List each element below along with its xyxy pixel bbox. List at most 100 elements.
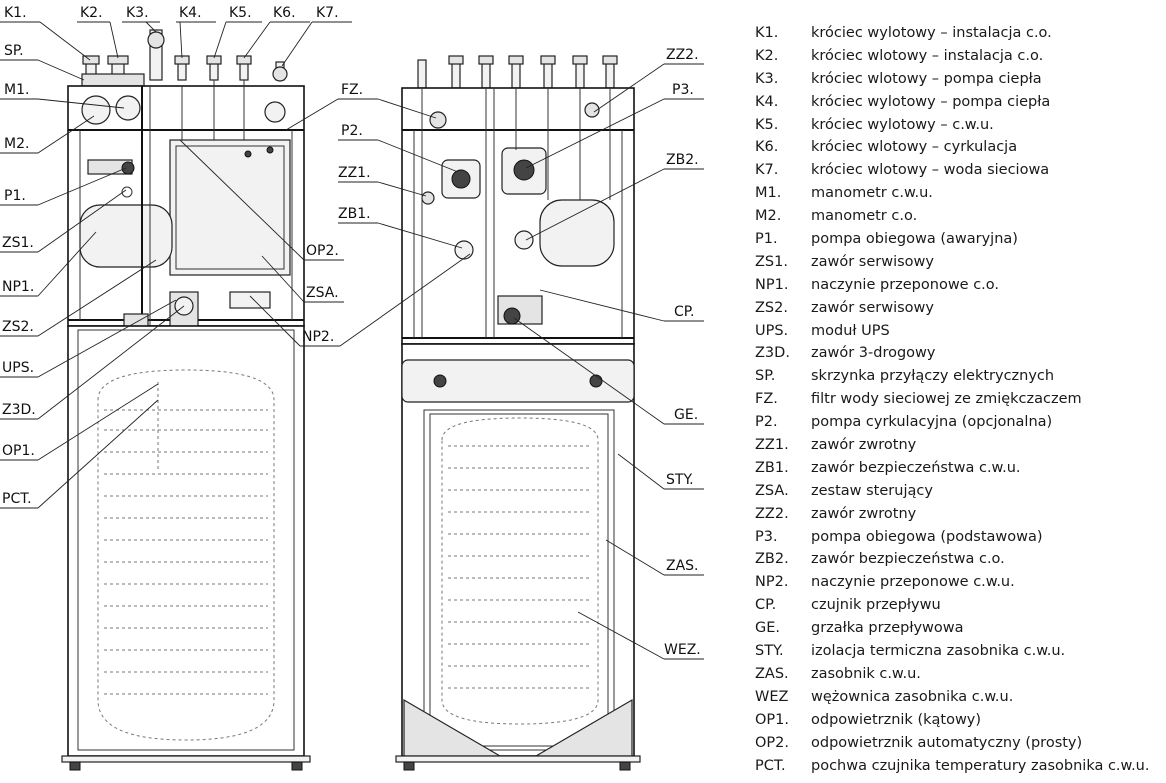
legend-description: króciec wylotowy – pompa ciepła <box>811 93 1051 110</box>
legend-code: ZB2. <box>755 551 789 568</box>
legend-code: WEZ <box>755 688 789 705</box>
callout-zs2: ZS2. <box>2 319 34 335</box>
callout-ups: UPS. <box>2 360 34 376</box>
legend-code: ZS1. <box>755 253 788 270</box>
callout-sty: STY. <box>666 472 694 488</box>
legend-code: P3. <box>755 528 778 545</box>
right-tank-body <box>401 343 635 757</box>
legend-code: K7. <box>755 162 779 179</box>
left-tank-body <box>67 325 305 757</box>
legend-code: K2. <box>755 47 779 64</box>
callout-zz1: ZZ1. <box>338 165 371 181</box>
left-coil <box>97 369 275 741</box>
legend-code: Z3D. <box>755 345 790 362</box>
callout-k7: K7. <box>316 5 339 21</box>
legend-row: M1.manometr c.w.u. <box>755 182 1160 205</box>
callout-ge: GE. <box>674 407 698 423</box>
legend-row: ZS2. zawór serwisowy <box>755 297 1160 320</box>
legend-description: króciec wlotowy – cyrkulacja <box>811 139 1018 156</box>
legend-description: króciec wlotowy – pompa ciepła <box>811 70 1042 87</box>
leader-lines <box>0 21 704 660</box>
legend-description: króciec wlotowy – instalacja c.o. <box>811 47 1044 64</box>
callout-op2: OP2. <box>306 243 339 259</box>
legend-description: zawór 3-drogowy <box>811 345 936 362</box>
legend-code: K5. <box>755 116 779 133</box>
callout-zz2: ZZ2. <box>666 47 699 63</box>
legend-description: czujnik przepływu <box>811 597 941 614</box>
right-top-connectors <box>417 55 618 89</box>
control-set-zsa <box>169 139 291 276</box>
legend-row: Z3D. zawór 3-drogowy <box>755 342 1160 365</box>
legend-code: UPS. <box>755 322 789 339</box>
legend-row: NP1.naczynie przeponowe c.o. <box>755 274 1160 297</box>
flow-heater-ge <box>503 307 521 325</box>
check-valve-zz1 <box>421 191 435 205</box>
legend-row: STY. izolacja termiczna zasobnika c.w.u. <box>755 640 1160 663</box>
legend-description: manometr c.o. <box>811 208 918 225</box>
legend-code: K6. <box>755 139 779 156</box>
legend-row: K7.króciec wlotowy – woda sieciowa <box>755 159 1160 182</box>
legend-row: M2.manometr c.o. <box>755 205 1160 228</box>
legend-description: odpowietrznik (kątowy) <box>811 711 982 728</box>
legend-code: ZAS. <box>755 665 789 682</box>
legend-row: K6. króciec wlotowy – cyrkulacja <box>755 136 1160 159</box>
legend-code: NP2. <box>755 574 789 591</box>
legend-code: STY. <box>755 643 784 660</box>
callout-p1: P1. <box>4 188 26 204</box>
legend-code: CP. <box>755 597 777 614</box>
legend-row: FZ.filtr wody sieciowej ze zmiękczaczem <box>755 388 1160 411</box>
right-unit <box>395 55 641 771</box>
legend-row: K3. króciec wlotowy – pompa ciepła <box>755 68 1160 91</box>
legend-code: K4. <box>755 93 779 110</box>
legend-description: króciec wylotowy – instalacja c.o. <box>811 25 1052 41</box>
legend-description: zestaw sterujący <box>811 482 933 499</box>
legend-description: zawór bezpieczeństwa c.w.u. <box>811 459 1021 476</box>
legend-description: króciec wylotowy – c.w.u. <box>811 116 994 133</box>
expansion-vessel-np2 <box>539 199 615 267</box>
check-valve-zz2 <box>584 102 600 118</box>
legend-row: K5. króciec wylotowy – c.w.u. <box>755 114 1160 137</box>
legend-code: ZS2. <box>755 299 788 316</box>
legend-description: pompa obiegowa (awaryjna) <box>811 231 1018 248</box>
legend-row: K1.króciec wylotowy – instalacja c.o. <box>755 22 1160 45</box>
callout-k6: K6. <box>273 5 296 21</box>
legend-code: K3. <box>755 70 779 87</box>
legend-description: zasobnik c.w.u. <box>811 665 921 682</box>
legend-description: pompa obiegowa (podstawowa) <box>811 528 1043 545</box>
legend-description: zawór bezpieczeństwa c.o. <box>811 551 1005 568</box>
legend-row: ZB2. zawór bezpieczeństwa c.o. <box>755 548 1160 571</box>
callout-p2: P2. <box>341 123 363 139</box>
legend-description: moduł UPS <box>811 322 890 339</box>
legend-code: ZZ2. <box>755 505 789 522</box>
legend-description: pochwa czujnika temperatury zasobnika c.… <box>811 757 1150 774</box>
legend-row: ZB1. zawór bezpieczeństwa c.w.u. <box>755 457 1160 480</box>
callout-zsa: ZSA. <box>306 285 339 301</box>
legend-description: zawór serwisowy <box>811 299 934 316</box>
legend: K1.króciec wylotowy – instalacja c.o.K2.… <box>755 22 1160 777</box>
flow-sensor-cp <box>497 295 543 325</box>
legend-row: K2. króciec wlotowy – instalacja c.o. <box>755 45 1160 68</box>
legend-description: grzałka przepływowa <box>811 620 964 637</box>
legend-description: izolacja termiczna zasobnika c.w.u. <box>811 643 1066 660</box>
legend-code: ZZ1. <box>755 437 789 454</box>
legend-code: GE. <box>755 620 781 637</box>
callout-k2: K2. <box>80 5 103 21</box>
legend-row: CP. czujnik przepływu <box>755 594 1160 617</box>
callout-cp: CP. <box>674 304 695 320</box>
legend-row: ZS1.zawór serwisowy <box>755 251 1160 274</box>
legend-code: ZB1. <box>755 459 789 476</box>
safety-valve-zb2 <box>514 230 534 250</box>
callout-zas: ZAS. <box>666 558 699 574</box>
left-unit <box>61 29 311 771</box>
legend-description: pompa cyrkulacyjna (opcjonalna) <box>811 414 1053 431</box>
legend-row: P3. pompa obiegowa (podstawowa) <box>755 526 1160 549</box>
legend-row: P2.pompa cyrkulacyjna (opcjonalna) <box>755 411 1160 434</box>
callout-zb1: ZB1. <box>338 206 371 222</box>
safety-valve-zb1 <box>454 240 474 260</box>
legend-row: P1.pompa obiegowa (awaryjna) <box>755 228 1160 251</box>
callout-pct: PCT. <box>2 491 32 507</box>
callout-m1: M1. <box>4 82 29 98</box>
legend-description: skrzynka przyłączy elektrycznych <box>811 368 1055 385</box>
callout-np2: NP2. <box>302 329 334 345</box>
expansion-vessel-np1 <box>79 204 173 268</box>
